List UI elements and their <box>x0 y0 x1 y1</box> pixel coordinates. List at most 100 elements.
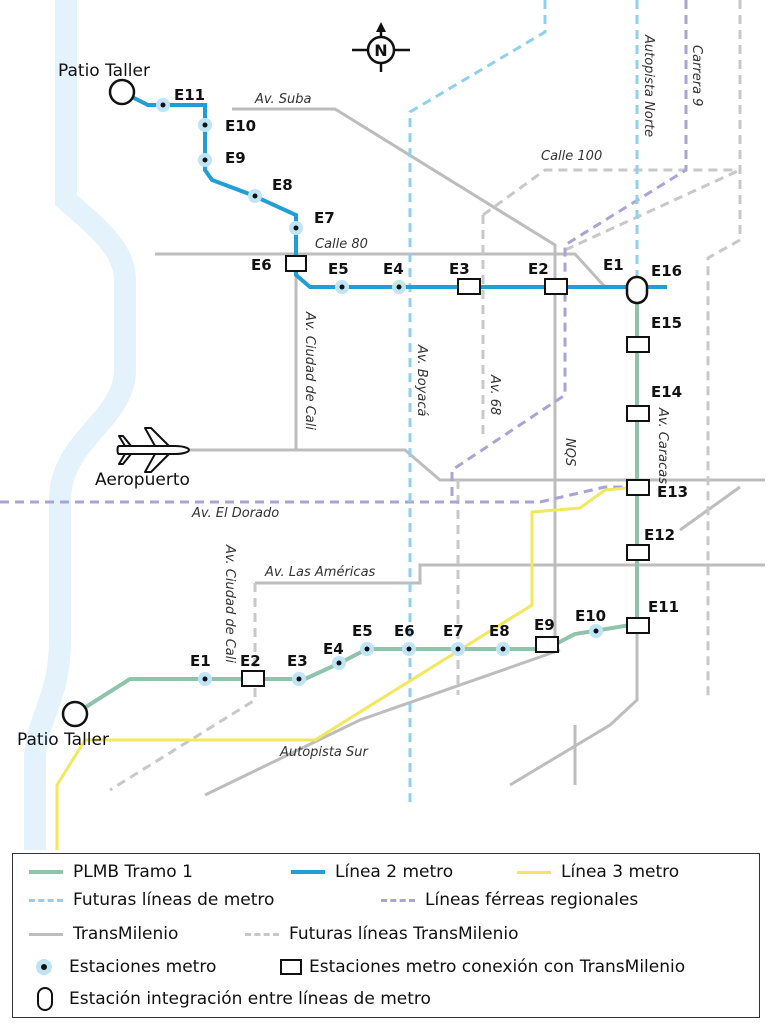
patio-taller-south-marker <box>61 700 89 728</box>
l2-station-e4-label: E4 <box>383 260 404 278</box>
l2-station-e8-label: E8 <box>272 176 293 194</box>
road-av-el-dorado: Av. El Dorado <box>191 506 279 521</box>
plmb-station-e5-marker <box>360 642 374 656</box>
plmb-station-e11-marker <box>626 617 650 634</box>
legend-label-linea2: Línea 2 metro <box>335 862 454 882</box>
road-av-ciudad-de-cali-2: Av. Ciudad de Cali <box>222 544 237 663</box>
plmb-station-e3-marker <box>292 672 306 686</box>
l2-station-e7-marker <box>289 221 303 235</box>
road-autopista-sur: Autopista Sur <box>279 745 370 760</box>
plmb-station-e4-marker <box>332 656 346 670</box>
plmb-station-e3-label: E3 <box>287 652 308 670</box>
compass-letter: N <box>374 41 387 60</box>
legend-swatch-transmilenio <box>29 932 63 936</box>
legend-integration-pill-icon <box>37 987 53 1011</box>
metro-map: N Patio Taller Patio Taller Aeropuerto A… <box>0 0 765 850</box>
road-av-suba: Av. Suba <box>254 92 312 107</box>
map-legend: PLMB Tramo 1 Línea 2 metro Línea 3 metro… <box>12 853 760 1018</box>
l2-station-e5-label: E5 <box>328 260 349 278</box>
plmb-station-e10-marker <box>589 624 603 638</box>
plmb-station-e7-marker <box>451 642 465 656</box>
legend-connection-square-icon <box>280 959 302 975</box>
plmb-station-e12-label: E12 <box>644 526 675 544</box>
legend-item-futuras-transmilenio: Futuras líneas TransMilenio <box>245 922 518 946</box>
legend-item-integracion: Estación integración entre líneas de met… <box>29 987 431 1011</box>
road-av-68: Av. 68 <box>487 374 502 415</box>
legend-label-transmilenio: TransMilenio <box>73 924 179 944</box>
patio-taller-north-label: Patio Taller <box>58 61 150 81</box>
plmb-station-e9-label: E9 <box>534 616 555 634</box>
plmb-station-e16-label: E16 <box>651 262 682 280</box>
l2-station-e11-label: E11 <box>174 86 205 104</box>
plmb-station-e1-marker <box>198 672 212 686</box>
futuras-transmilenio-lines <box>109 0 742 792</box>
road-calle-80: Calle 80 <box>315 237 368 252</box>
plmb-station-e8-marker <box>496 642 510 656</box>
river <box>24 0 136 850</box>
station-markers-regular <box>156 98 603 686</box>
legend-label-integracion: Estación integración entre líneas de met… <box>69 989 431 1009</box>
legend-station-dot-icon <box>36 959 52 975</box>
airplane-icon <box>116 427 190 473</box>
plmb-station-e4-label: E4 <box>323 640 344 658</box>
legend-swatch-futuras-metro <box>29 898 63 902</box>
l2-station-e10-marker <box>198 118 212 132</box>
l2-station-e7-label: E7 <box>314 209 335 227</box>
compass-icon: N <box>352 22 410 72</box>
lineas-ferreas <box>0 0 688 504</box>
road-carrera-9: Carrera 9 <box>689 45 704 106</box>
legend-item-linea3: Línea 3 metro <box>517 860 679 884</box>
legend-swatch-linea3 <box>517 870 551 874</box>
l2-station-e8-marker <box>248 189 262 203</box>
legend-label-linea3: Línea 3 metro <box>561 862 680 882</box>
plmb-station-e10-label: E10 <box>575 607 606 625</box>
l2-station-e2-marker <box>544 278 568 295</box>
l2-station-e4-marker <box>392 280 406 294</box>
plmb-station-e6-marker <box>402 642 416 656</box>
plmb-station-e13-marker <box>626 479 650 496</box>
legend-swatch-ferreas <box>381 898 415 902</box>
l2-station-e3-marker <box>457 278 481 295</box>
legend-swatch-plmb <box>29 870 63 874</box>
l2-station-e9-label: E9 <box>225 149 246 167</box>
plmb-station-e11-label: E11 <box>648 598 679 616</box>
legend-item-conexion: Estaciones metro conexión con TransMilen… <box>279 955 685 979</box>
plmb-station-e14-marker <box>626 405 650 422</box>
linea2-line <box>121 90 667 289</box>
legend-item-transmilenio: TransMilenio <box>29 922 178 946</box>
l2-station-e10-label: E10 <box>225 117 256 135</box>
road-nqs: NQS <box>562 438 577 466</box>
station-markers-connection <box>241 255 650 687</box>
l2-station-e9-marker <box>198 153 212 167</box>
legend-label-conexion: Estaciones metro conexión con TransMilen… <box>309 957 686 977</box>
l2-station-e5-marker <box>335 280 349 294</box>
plmb-station-e9-marker <box>535 636 559 653</box>
patio-taller-south-label: Patio Taller <box>17 730 109 750</box>
linea3-line <box>55 485 641 850</box>
plmb-station-e7-label: E7 <box>443 622 464 640</box>
plmb-station-e2-label: E2 <box>240 652 261 670</box>
legend-item-futuras-metro: Futuras líneas de metro <box>29 888 274 912</box>
plmb-station-e8-label: E8 <box>489 622 510 640</box>
l2-station-e11-marker <box>156 98 170 112</box>
legend-label-plmb: PLMB Tramo 1 <box>73 862 193 882</box>
legend-swatch-linea2 <box>291 870 325 874</box>
plmb-station-e2-marker <box>241 670 265 687</box>
integration-station-marker <box>625 275 649 305</box>
transmilenio-lines <box>155 107 765 797</box>
road-av-caracas: Av. Caracas <box>655 407 670 484</box>
patio-taller-north-marker <box>108 78 136 106</box>
road-av-boyaca: Av. Boyacá <box>414 344 429 416</box>
plmb-station-e15-label: E15 <box>651 314 682 332</box>
legend-label-futuras-transmilenio: Futuras líneas TransMilenio <box>289 924 519 944</box>
legend-item-plmb: PLMB Tramo 1 <box>29 860 193 884</box>
l2-station-e1-label: E1 <box>603 256 624 274</box>
legend-label-ferreas: Líneas férreas regionales <box>425 890 639 910</box>
road-autopista-norte: Autopista Norte <box>641 34 656 137</box>
l2-station-e2-label: E2 <box>528 260 549 278</box>
plmb-station-e14-label: E14 <box>651 383 682 401</box>
road-calle-100: Calle 100 <box>541 149 602 164</box>
legend-label-futuras-metro: Futuras líneas de metro <box>73 890 275 910</box>
l2-station-e3-label: E3 <box>449 260 470 278</box>
legend-item-linea2: Línea 2 metro <box>291 860 453 884</box>
